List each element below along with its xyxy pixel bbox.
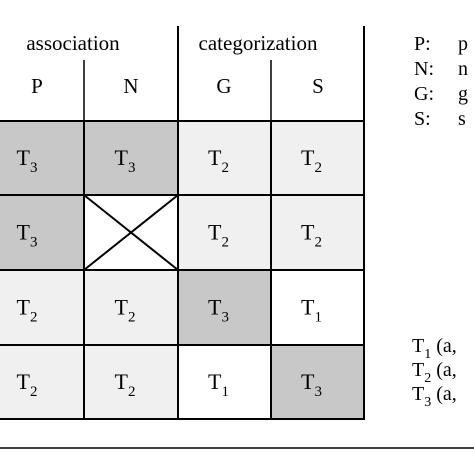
cell-r1-c3 bbox=[177, 120, 272, 196]
cell-r4-c2 bbox=[83, 344, 179, 420]
legend: P: p N: n G: g S: s bbox=[414, 33, 468, 130]
type-note-t3: T3 (a, bbox=[412, 383, 457, 410]
cell-r1-c2 bbox=[83, 120, 179, 196]
cell-r3-c1 bbox=[0, 269, 85, 346]
legend-text-s: s bbox=[458, 108, 466, 130]
column-header-g: G bbox=[216, 74, 231, 98]
cell-r3-c4 bbox=[270, 269, 365, 346]
cell-label: T2 bbox=[115, 369, 136, 400]
cell-r2-c4 bbox=[270, 194, 365, 271]
cell-r3-c3 bbox=[177, 269, 272, 346]
cell-label: T3 bbox=[208, 295, 229, 326]
cell-label: T3 bbox=[301, 369, 322, 400]
cell-label: T2 bbox=[301, 145, 322, 176]
cell-label: T1 bbox=[301, 295, 322, 326]
cell-r1-c4 bbox=[270, 120, 365, 196]
legend-text-n: n bbox=[458, 58, 468, 80]
matrix-frame bbox=[0, 120, 365, 420]
cross-line bbox=[83, 194, 179, 271]
cell-label: T2 bbox=[208, 220, 229, 251]
group-header-categorization: categorization bbox=[199, 31, 318, 55]
cell-label: T2 bbox=[17, 369, 38, 400]
legend-key-s: S: bbox=[414, 108, 431, 130]
cell-label: T3 bbox=[17, 145, 38, 176]
column-header-s: S bbox=[312, 74, 324, 98]
cell-r2-c1 bbox=[0, 194, 85, 271]
cell-r4-c1 bbox=[0, 344, 85, 420]
legend-key-p: P: bbox=[414, 33, 431, 55]
cell-label: T3 bbox=[17, 220, 38, 251]
type-note-t2: T2 (a, bbox=[412, 359, 457, 386]
cell-label: T2 bbox=[17, 295, 38, 326]
cell-label: T2 bbox=[208, 145, 229, 176]
cell-label: T3 bbox=[115, 145, 136, 176]
column-header-n: N bbox=[123, 74, 138, 98]
cell-label: T1 bbox=[208, 369, 229, 400]
legend-text-g: g bbox=[458, 83, 468, 105]
type-notes: T1 (a, T2 (a, T3 (a, bbox=[412, 335, 457, 410]
type-note-t1: T1 (a, bbox=[412, 335, 457, 362]
legend-key-n: N: bbox=[414, 58, 434, 80]
cell-r3-c2 bbox=[83, 269, 179, 346]
legend-text-p: p bbox=[458, 33, 468, 55]
cell-label: T2 bbox=[301, 220, 322, 251]
column-header-p: P bbox=[31, 74, 43, 98]
cell-r1-c1 bbox=[0, 120, 85, 196]
cell-r4-c4 bbox=[270, 344, 365, 420]
cell-label: T2 bbox=[115, 295, 136, 326]
legend-key-g: G: bbox=[414, 83, 434, 105]
cell-r2-c3 bbox=[177, 194, 272, 271]
cell-r4-c3 bbox=[177, 344, 272, 420]
group-header-association: association bbox=[26, 31, 120, 55]
